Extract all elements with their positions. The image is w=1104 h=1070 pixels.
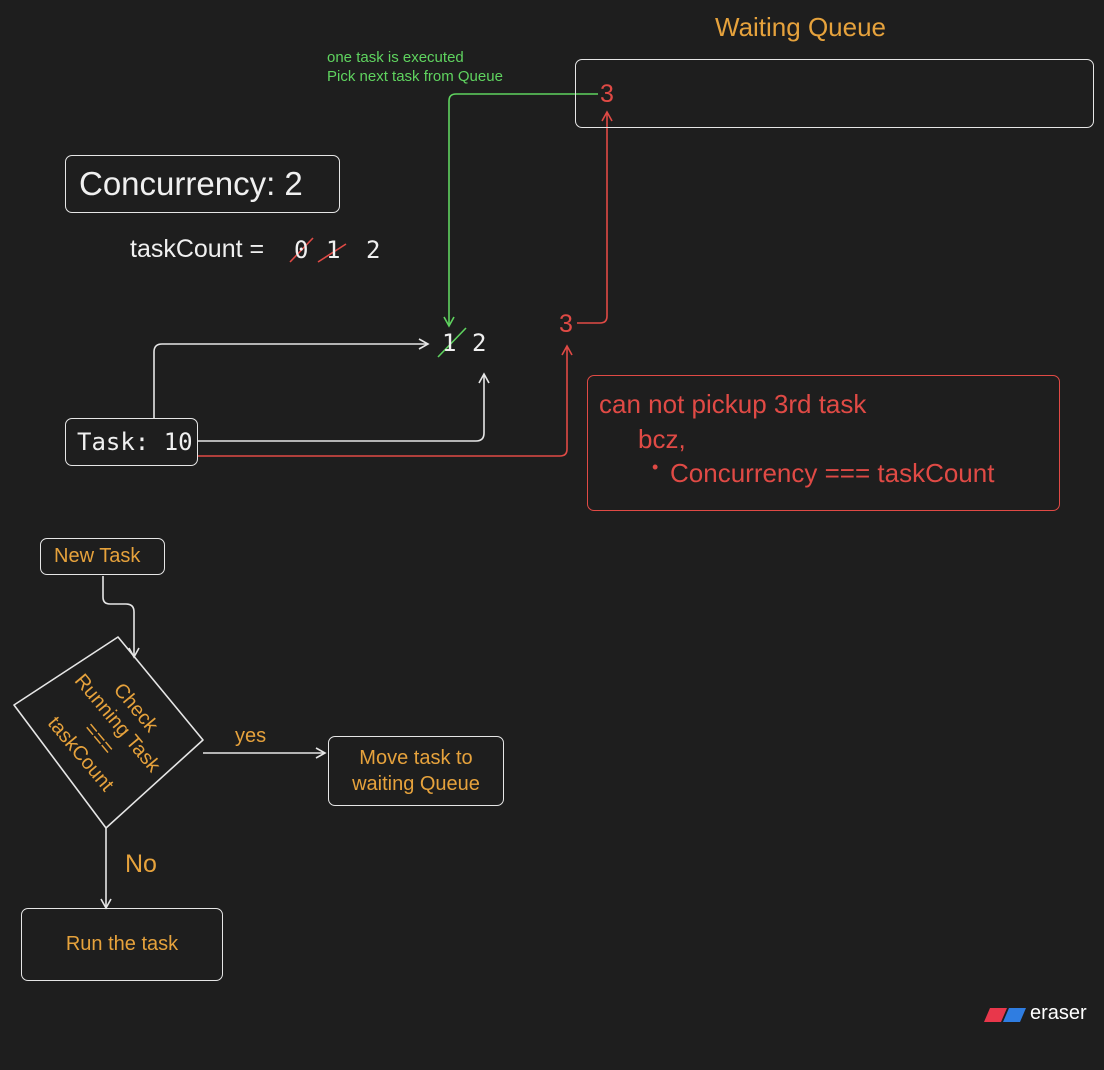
no-label: No: [125, 850, 157, 878]
arrow-new-task-to-decision: [102, 576, 140, 659]
task-label: Task: 10: [77, 428, 193, 456]
run-task-label: Run the task: [65, 933, 179, 955]
arrow-task-to-slot-2: [198, 372, 490, 442]
red-arrow-overflow-to-queue: [577, 110, 613, 324]
move-task-line2: waiting Queue: [352, 773, 480, 795]
brand-name: eraser: [1030, 1002, 1087, 1024]
arrow-task-to-slot-1: [153, 338, 430, 418]
slot-1: 1: [442, 329, 457, 357]
concurrency-label: Concurrency: 2: [79, 165, 303, 202]
slot-2: 2: [472, 329, 487, 357]
task-box: [65, 418, 198, 466]
strike-count-0: [289, 237, 314, 263]
task-count-prefix: taskCount =: [130, 235, 265, 263]
green-arrow-queue-to-slot: [443, 93, 598, 328]
red-note-line2: bcz,: [638, 424, 686, 454]
queue-title: Waiting Queue: [715, 12, 887, 42]
green-note-line1: one task is executed: [327, 49, 464, 66]
red-note-box: [587, 375, 1060, 511]
red-note-line1: can not pickup 3rd task: [599, 389, 867, 419]
overflow-slot-3: 3: [559, 310, 573, 338]
waiting-queue-box: [575, 59, 1094, 128]
run-task-box: [21, 908, 223, 981]
green-note-line2: Pick next task from Queue: [327, 68, 503, 85]
strike-count-1: [317, 243, 347, 263]
task-count-value-2: 2: [366, 236, 381, 264]
move-task-line1: Move task to: [359, 747, 473, 769]
new-task-label: New Task: [54, 545, 141, 567]
yes-label: yes: [235, 725, 267, 747]
task-count-value-1: 1: [326, 236, 341, 264]
red-note-bullet-icon: •: [652, 457, 659, 477]
new-task-box: [40, 538, 165, 575]
move-task-box: [328, 736, 504, 806]
red-arrow-task-to-overflow: [198, 344, 573, 457]
eraser-logo-icon: [984, 1008, 1026, 1022]
strike-slot-1: [437, 327, 467, 358]
task-count-value-0: 0: [294, 236, 309, 264]
concurrency-box: [65, 155, 340, 213]
queue-item: 3: [600, 80, 614, 108]
red-note-line3: Concurrency === taskCount: [670, 458, 995, 488]
